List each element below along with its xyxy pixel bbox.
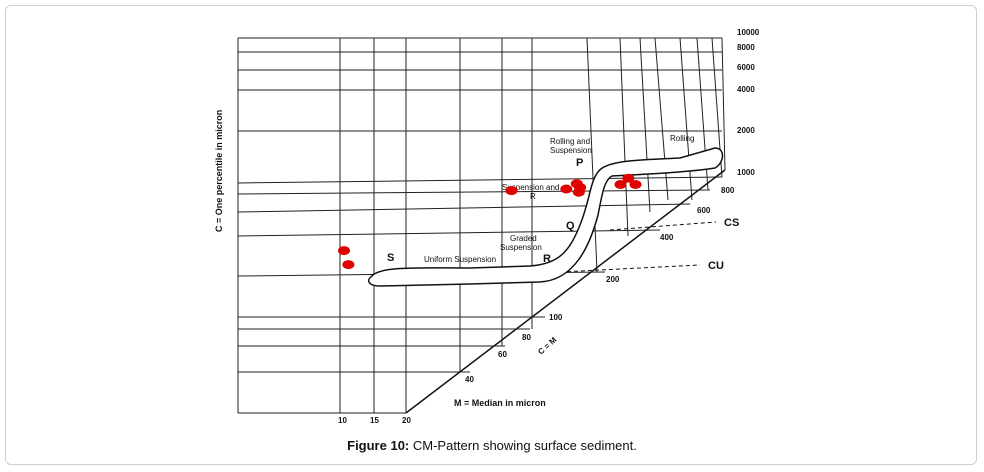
zone-label: Graded xyxy=(510,234,537,243)
figure-caption: Figure 10: CM-Pattern showing surface se… xyxy=(0,438,984,453)
y-tick-label: 8000 xyxy=(737,43,755,52)
y-tick-label: 200 xyxy=(606,275,620,284)
x-tick-label: 15 xyxy=(370,416,379,425)
data-point xyxy=(338,246,350,256)
zone-label: Suspension xyxy=(550,146,592,155)
cs-label: CS xyxy=(724,217,739,229)
y-tick-label: 10000 xyxy=(737,28,760,37)
y-tick-label: 800 xyxy=(721,186,735,195)
data-point xyxy=(572,187,585,197)
c-equals-m-line xyxy=(405,169,726,414)
zone-label: Suspension xyxy=(500,243,542,252)
cm-pattern-band xyxy=(367,147,724,287)
figure-frame xyxy=(5,5,977,465)
diagonal-tick-label: 60 xyxy=(498,350,507,359)
cu-line xyxy=(559,264,701,273)
zone-label: R xyxy=(530,192,536,201)
diagonal-axis-label: C = M xyxy=(536,335,558,356)
cu-label: CU xyxy=(708,260,724,272)
cs-line xyxy=(609,221,717,231)
y-tick-label: 1000 xyxy=(737,168,755,177)
data-point xyxy=(622,173,635,183)
y-tick-label: 6000 xyxy=(737,63,755,72)
data-points xyxy=(338,173,642,270)
segment-label: Q xyxy=(566,220,575,232)
y-tick-label: 400 xyxy=(660,233,674,242)
y-tick-label: 600 xyxy=(697,206,711,215)
diagonal-tick-label: 80 xyxy=(522,333,531,342)
segment-label: R xyxy=(543,253,551,265)
data-point xyxy=(629,180,642,189)
diagonal-tick-label: 40 xyxy=(465,375,474,384)
x-tick-label: 10 xyxy=(338,416,347,425)
zone-label: Uniform Suspension xyxy=(424,255,496,264)
zone-label: Suspension and xyxy=(502,183,559,192)
diagonal-tick-label: 100 xyxy=(549,313,563,322)
segment-label: P xyxy=(576,157,583,169)
caption-label: Figure 10: xyxy=(347,438,410,453)
y-axis-label: C = One percentile in micron xyxy=(214,110,224,232)
data-point xyxy=(560,184,573,194)
data-point xyxy=(614,180,627,189)
caption-text: CM-Pattern showing surface sediment. xyxy=(412,438,637,453)
y-tick-label: 2000 xyxy=(737,126,755,135)
x-tick-label: 20 xyxy=(402,416,411,425)
segment-label: S xyxy=(387,252,394,264)
x-axis-label: M = Median in micron xyxy=(454,398,546,408)
zone-label: Rolling and xyxy=(550,137,590,146)
y-tick-label: 4000 xyxy=(737,85,755,94)
zone-label: Rolling xyxy=(670,134,694,143)
data-point xyxy=(342,260,355,270)
data-point xyxy=(505,186,518,196)
